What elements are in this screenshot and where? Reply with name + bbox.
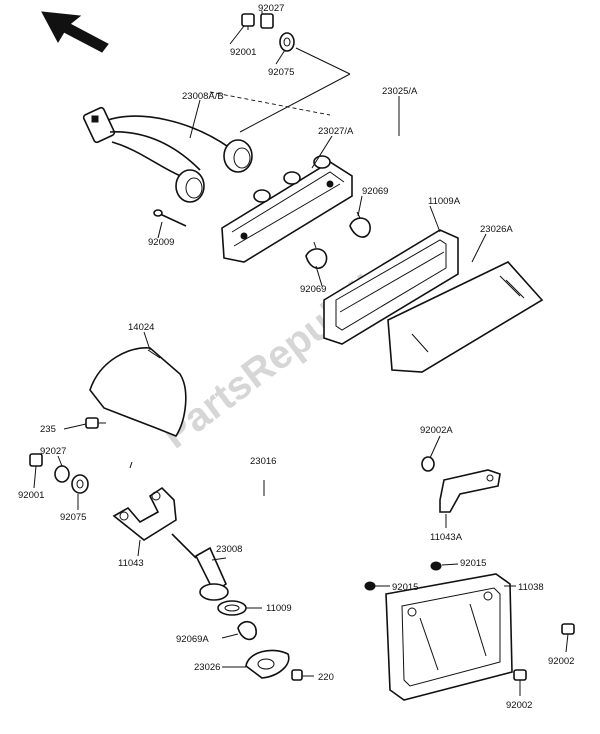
- label-92009: 92009: [148, 237, 174, 248]
- screw-220: [291, 669, 303, 681]
- label-23008: 23008: [216, 544, 242, 555]
- label-92069a: 92069A: [176, 634, 209, 645]
- label-11043a: 11043A: [430, 532, 463, 543]
- collar-92027-mid: [54, 465, 70, 483]
- wiring-harness-23008ab: [82, 106, 253, 203]
- label-23016: 23016: [250, 456, 276, 467]
- label-92027-mid: 92027: [40, 446, 66, 457]
- bracket-11043: [112, 486, 177, 541]
- grommet-92075-mid: [71, 474, 89, 494]
- nut-92015-a: [364, 581, 376, 591]
- label-11009a: 11009A: [428, 196, 461, 207]
- label-23025a: 23025/A: [382, 86, 418, 97]
- label-92002-a: 92002: [548, 656, 574, 667]
- label-92015-a: 92015: [392, 582, 418, 593]
- screw-92009: [153, 209, 187, 227]
- license-lamp-socket-23008: [171, 533, 229, 601]
- washer-11009: [217, 600, 247, 616]
- bulb-92069a: [237, 621, 257, 641]
- label-11038: 11038: [518, 582, 544, 593]
- bolt-92002-a: [561, 623, 575, 635]
- label-92075-mid: 92075: [60, 512, 86, 523]
- bolt-92001-top: [241, 13, 255, 30]
- license-plate-bracket-11038: [385, 573, 513, 701]
- label-92075-top: 92075: [268, 67, 294, 78]
- lens-frame-11009a: [323, 229, 459, 345]
- label-14024: 14024: [128, 322, 154, 333]
- label-220: 220: [318, 672, 334, 683]
- bracket-11043a: [421, 456, 501, 513]
- label-23027a: 23027/A: [318, 126, 354, 137]
- bolt-92002-b: [513, 669, 527, 681]
- collar-92027-top: [260, 13, 274, 29]
- cover-14024: [89, 347, 187, 437]
- label-23008ab: 23008A/B: [182, 91, 224, 102]
- label-92069-right: 92069: [362, 186, 388, 197]
- label-92015-b: 92015: [460, 558, 486, 569]
- nut-92015-b: [430, 561, 442, 571]
- label-92001-top: 92001: [230, 47, 256, 58]
- front-direction-arrow-icon: [41, 11, 109, 53]
- license-lens-23026: [245, 649, 290, 679]
- grommet-92075-top: [279, 32, 295, 52]
- label-11009: 11009: [266, 603, 292, 614]
- label-11043: 11043: [118, 558, 144, 569]
- label-23026a: 23026A: [480, 224, 513, 235]
- bulb-92069-left: [305, 241, 328, 269]
- label-92002-b: 92002: [506, 700, 532, 711]
- label-235: 235: [40, 424, 56, 435]
- label-23026: 23026: [194, 662, 220, 673]
- label-92027-top: 92027: [258, 3, 284, 14]
- label-92001-mid: 92001: [18, 490, 44, 501]
- screw-235: [85, 417, 106, 429]
- label-92002a: 92002A: [420, 425, 453, 436]
- label-92069-left: 92069: [300, 284, 326, 295]
- tail-lens-23026a: [387, 261, 544, 373]
- bulb-92069-right: [349, 211, 371, 238]
